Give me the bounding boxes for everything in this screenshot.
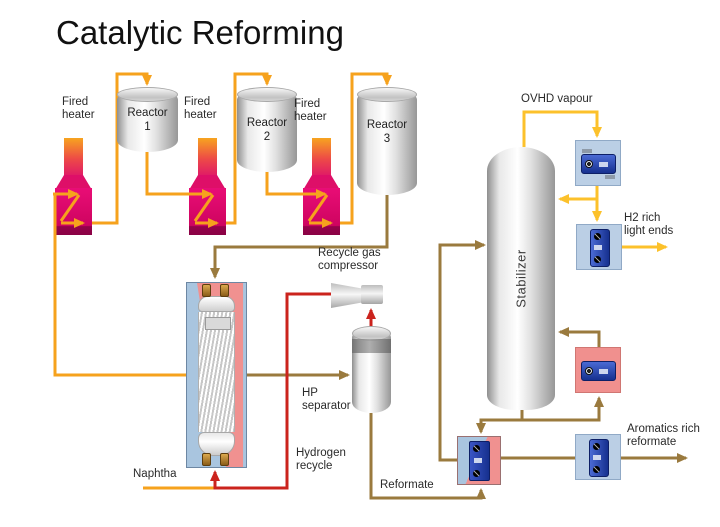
reboiler-unit [581, 361, 616, 381]
fired-heater-1 [53, 138, 92, 235]
hp-separator-vessel [352, 326, 391, 413]
light-ends-separator [576, 224, 622, 270]
recycle-gas-compressor-drum [361, 285, 383, 304]
reactor-3-label: Reactor [366, 119, 408, 131]
feed-effluent-exchanger [186, 282, 247, 468]
fan-motor-icon [585, 160, 593, 168]
cooler-unit [589, 439, 609, 477]
product-cooler [575, 434, 621, 480]
exchanger-nameplate [205, 317, 231, 330]
page-title: Catalytic Reforming [56, 14, 344, 51]
exchanger-nozzle [220, 453, 229, 466]
naphtha-label: Naphtha [133, 468, 177, 480]
feed-bottoms-exchanger [457, 436, 501, 485]
separator-unit [590, 229, 610, 267]
ovhd-vapour-label: OVHD vapour [521, 93, 593, 105]
condenser-unit [581, 154, 616, 174]
stabilizer-label: Stabilizer [513, 249, 529, 308]
reformate-label: Reformate [380, 479, 434, 491]
fired-heater-3 [301, 138, 340, 235]
reactor-2-label: Reactor [246, 117, 288, 129]
feed-pipes [53, 72, 392, 490]
reboiler-motor-icon [585, 367, 593, 375]
stabilizer-column: Stabilizer [487, 147, 555, 410]
overhead-condenser [575, 140, 621, 186]
reformate-pipes [210, 195, 688, 500]
exchanger-nozzle [220, 284, 229, 297]
hydrogen-recycle-pipes [210, 292, 376, 490]
exchanger-tube-bundle [198, 296, 235, 456]
overhead-pipes [522, 110, 668, 252]
plate-stack [469, 441, 490, 481]
hp-separator-band [352, 339, 391, 353]
fired-heater-2 [187, 138, 226, 235]
reactor-1-label: Reactor [127, 107, 168, 119]
reboiler [575, 347, 621, 393]
exchanger-nozzle [202, 453, 211, 466]
exchanger-nozzle [202, 284, 211, 297]
